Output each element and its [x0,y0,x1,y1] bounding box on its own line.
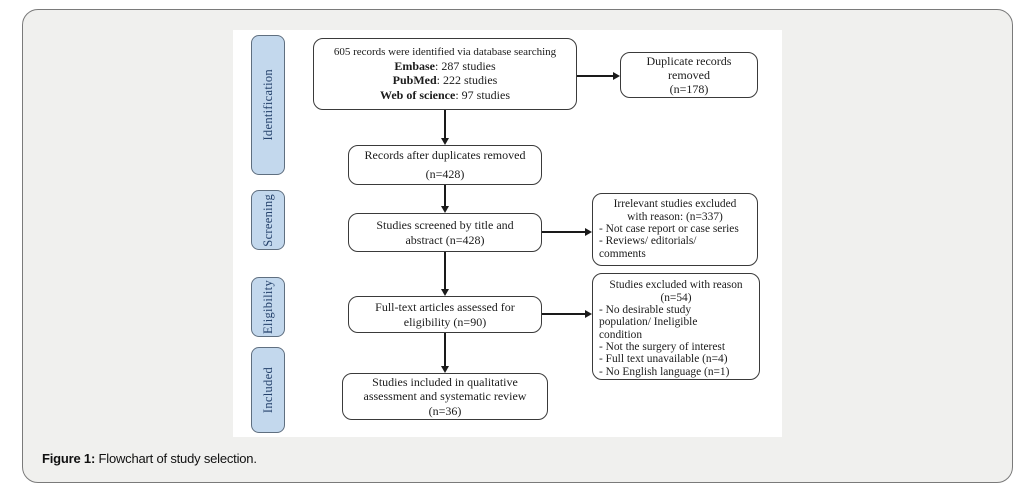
included-review-text: Studies included in qualitative assessme… [363,375,527,418]
duplicates-removed-text: Duplicate records removed (n=178) [646,53,732,97]
arrow-identified-to-afterdup-head [441,138,449,145]
box-studies-excluded: Studies excluded with reason (n=54) - No… [592,273,760,380]
stage-included-label: Included [260,366,275,414]
figure-caption-prefix: Figure 1: [42,451,96,466]
after-duplicates-text: Records after duplicates removed (n=428) [364,147,526,181]
box-duplicates-removed: Duplicate records removed (n=178) [620,52,758,98]
source-pubmed: PubMed: 222 studies [392,73,498,88]
source-embase: Embase: 287 studies [394,59,496,74]
screened-text: Studies screened by title and abstract (… [376,218,514,247]
arrow-screened-to-irrelevant-head [585,228,592,236]
stage-screening: Screening [251,190,285,250]
arrow-screened-to-irrelevant-line [542,231,585,233]
stage-eligibility-label: Eligibility [260,280,275,334]
box-fulltext: Full-text articles assessed for eligibil… [348,296,542,333]
box-records-identified: 605 records were identified via database… [313,38,577,110]
fulltext-text: Full-text articles assessed for eligibil… [375,300,515,329]
figure-caption: Figure 1: Flowchart of study selection. [42,451,257,466]
box-included-review: Studies included in qualitative assessme… [342,373,548,420]
arrow-screened-to-fulltext-line [444,252,446,290]
box-irrelevant-excluded: Irrelevant studies excluded with reason:… [592,193,758,266]
stage-included: Included [251,347,285,433]
stage-identification: Identification [251,35,285,175]
arrow-fulltext-to-excluded-line [542,313,585,315]
stage-screening-label: Screening [260,193,275,247]
arrow-identified-to-duplicates-line [577,75,613,77]
records-identified-title: 605 records were identified via database… [333,46,557,59]
arrow-screened-to-fulltext-head [441,289,449,296]
box-screened: Studies screened by title and abstract (… [348,213,542,252]
arrow-afterdup-to-screened-line [444,185,446,207]
arrow-fulltext-to-excluded-head [585,310,592,318]
stage-identification-label: Identification [260,69,275,141]
stage-eligibility: Eligibility [251,277,285,337]
studies-excluded-header: Studies excluded with reason (n=54) [609,279,743,304]
box-after-duplicates: Records after duplicates removed (n=428) [348,145,542,185]
irrelevant-excluded-bullets: - Not case report or case series - Revie… [599,223,739,260]
arrow-identified-to-afterdup-line [444,110,446,139]
arrow-fulltext-to-included-head [441,366,449,373]
irrelevant-excluded-header: Irrelevant studies excluded with reason:… [613,198,737,223]
source-web-of-science: Web of science: 97 studies [380,87,510,102]
studies-excluded-bullets: - No desirable study population/ Ineligi… [599,304,730,378]
arrow-afterdup-to-screened-head [441,206,449,213]
arrow-identified-to-duplicates-head [613,72,620,80]
figure-caption-text: Flowchart of study selection. [95,451,257,466]
arrow-fulltext-to-included-line [444,333,446,367]
